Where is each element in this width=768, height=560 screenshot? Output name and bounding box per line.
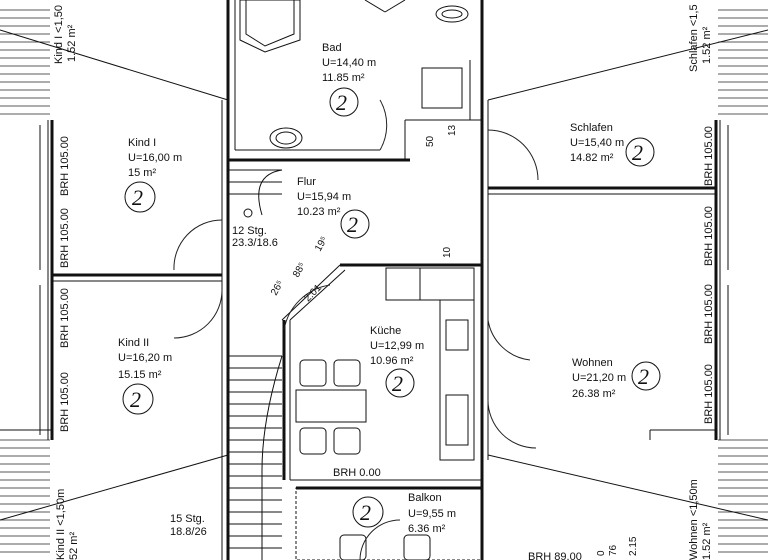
room-area: 14.82 m² bbox=[570, 152, 614, 164]
window-label: BRH 105.00 bbox=[59, 208, 71, 268]
roof-hatch-left-top bbox=[0, 9, 50, 115]
edge-label: 1.52 m² bbox=[701, 26, 713, 64]
room-name: Balkon bbox=[408, 492, 442, 504]
room-perimeter: U=16,00 m bbox=[128, 152, 182, 164]
staircase bbox=[228, 169, 283, 560]
room-label-kueche: Küche U=12,99 m 10.96 m² 2 bbox=[370, 325, 424, 398]
room-label-flur: Flur U=15,94 m 10.23 m² 2 bbox=[297, 176, 370, 239]
room-name: Flur bbox=[297, 176, 316, 188]
room-area: 10.96 m² bbox=[370, 355, 414, 367]
room-marker: 2 bbox=[392, 371, 403, 396]
dimension-label: 0 bbox=[596, 550, 607, 556]
window-labels: BRH 105.00 BRH 105.00 BRH 105.00 BRH 105… bbox=[59, 126, 715, 560]
window-label: BRH 105.00 bbox=[703, 126, 715, 186]
stair-steps: 12 Stg. bbox=[232, 225, 267, 237]
balcony-railing bbox=[295, 486, 483, 560]
room-perimeter: U=14,40 m bbox=[322, 57, 376, 69]
dimension-label: 26⁵ bbox=[269, 279, 286, 298]
edge-label: Kind II <1,50m bbox=[55, 489, 67, 560]
room-label-kind-1: Kind I U=16,00 m 15 m² 2 bbox=[124, 137, 182, 213]
roof-hatch-right-top bbox=[718, 9, 768, 115]
interior-walls bbox=[52, 0, 716, 560]
dimension-label: 88⁵ bbox=[291, 261, 308, 280]
room-marker: 2 bbox=[347, 212, 358, 237]
room-label-schlafen: Schlafen U=15,40 m 14.82 m² 2 bbox=[570, 122, 655, 167]
edge-label: 1.52 m² bbox=[66, 24, 78, 62]
window-label: BRH 105.00 bbox=[59, 288, 71, 348]
room-label-wohnen: Wohnen U=21,20 m 26.38 m² 2 bbox=[572, 357, 661, 400]
room-name: Wohnen bbox=[572, 357, 613, 369]
window-label: BRH 89.00 bbox=[528, 551, 582, 560]
room-area: 11.85 m² bbox=[322, 72, 365, 84]
room-label-balkon: Balkon U=9,55 m 6.36 m² 2 bbox=[352, 492, 456, 535]
room-name: Kind I bbox=[128, 137, 156, 149]
room-label-kind-2: Kind II U=16,20 m 15.15 m² 2 bbox=[118, 337, 172, 415]
room-name: Küche bbox=[370, 325, 401, 337]
edge-label: Wohnen <1,50m bbox=[688, 479, 700, 560]
roof-lines bbox=[0, 29, 768, 521]
roof-hatch-right-bottom bbox=[718, 439, 768, 553]
dimension-label: 76 bbox=[608, 544, 619, 556]
room-marker: 2 bbox=[638, 364, 649, 389]
room-marker: 2 bbox=[336, 90, 347, 115]
edge-labels: Kind I <1,50 1.52 m² Schlafen <1,5 1.52 … bbox=[53, 4, 713, 560]
room-perimeter: U=21,20 m bbox=[572, 372, 626, 384]
room-perimeter: U=9,55 m bbox=[408, 508, 456, 520]
stair-label-upper: 12 Stg. 23.3/18.6 bbox=[232, 225, 278, 249]
dimension-label: 50 bbox=[425, 135, 436, 147]
window-label: BRH 0.00 bbox=[333, 467, 381, 479]
room-area: 10.23 m² bbox=[297, 206, 341, 218]
roof-hatch-left-bottom bbox=[0, 439, 50, 553]
room-perimeter: U=15,40 m bbox=[570, 137, 624, 149]
room-marker: 2 bbox=[360, 500, 371, 525]
room-perimeter: U=16,20 m bbox=[118, 352, 172, 364]
room-name: Bad bbox=[322, 42, 342, 54]
edge-label: Schlafen <1,5 bbox=[688, 4, 700, 72]
stair-steps: 15 Stg. bbox=[170, 513, 205, 525]
window-label: BRH 105.00 bbox=[703, 364, 715, 424]
dimension-label: 10 bbox=[442, 246, 453, 258]
dimension-label: 13 bbox=[447, 124, 458, 136]
dimension-label: 2.15 bbox=[628, 536, 639, 556]
dimension-label: 19⁵ bbox=[313, 235, 330, 254]
window-label: BRH 105.00 bbox=[703, 284, 715, 344]
edge-label: Kind I <1,50 bbox=[53, 5, 65, 64]
window-label: BRH 105.00 bbox=[59, 136, 71, 196]
edge-label: 1.52 m² bbox=[701, 522, 713, 560]
window-label: BRH 105.00 bbox=[703, 206, 715, 266]
doors bbox=[173, 99, 539, 560]
stair-label-lower: 15 Stg. 18.8/26 bbox=[170, 513, 207, 538]
room-perimeter: U=12,99 m bbox=[370, 340, 424, 352]
room-area: 6.36 m² bbox=[408, 523, 446, 535]
room-marker: 2 bbox=[632, 140, 643, 165]
room-area: 15.15 m² bbox=[118, 369, 162, 381]
edge-label: 52 m² bbox=[68, 532, 80, 560]
stair-ratio: 18.8/26 bbox=[170, 526, 207, 538]
room-area: 26.38 m² bbox=[572, 388, 616, 400]
room-area: 15 m² bbox=[128, 167, 156, 179]
room-marker: 2 bbox=[132, 185, 143, 210]
stair-ratio: 23.3/18.6 bbox=[232, 237, 278, 249]
window-label: BRH 105.00 bbox=[59, 372, 71, 432]
room-perimeter: U=15,94 m bbox=[297, 191, 351, 203]
room-label-bad: Bad U=14,40 m 11.85 m² 2 bbox=[322, 42, 376, 117]
room-marker: 2 bbox=[130, 387, 141, 412]
exterior-walls bbox=[39, 120, 729, 440]
room-name: Kind II bbox=[118, 337, 149, 349]
room-name: Schlafen bbox=[570, 122, 613, 134]
dimension-label: 2.01 bbox=[302, 282, 324, 304]
dining-set bbox=[295, 359, 431, 560]
